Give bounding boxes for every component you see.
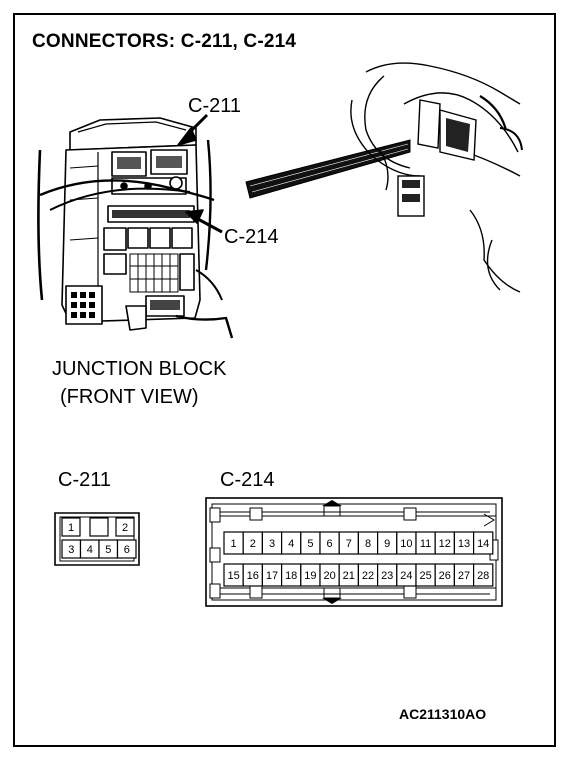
c214-pin-number: 24 (400, 570, 412, 582)
connector-c214-label: C-214 (220, 469, 275, 491)
connector-c211-label: C-211 (58, 469, 111, 491)
c214-pin-number: 25 (419, 570, 431, 582)
c214-pin-number: 18 (285, 570, 297, 582)
junction-block-caption: JUNCTION BLOCK (52, 358, 227, 380)
c214-pin-number: 9 (384, 538, 390, 550)
c211-pin-number: 3 (68, 544, 74, 556)
c214-pin-number: 6 (327, 538, 333, 550)
c214-pin-number: 15 (227, 570, 239, 582)
c214-pin-number: 4 (288, 538, 294, 550)
c214-pin-number: 19 (304, 570, 316, 582)
c214-pin-number: 16 (247, 570, 259, 582)
c214-pin-number: 2 (250, 538, 256, 550)
c214-pin-number: 14 (477, 538, 489, 550)
c214-pin-cell (473, 563, 494, 587)
c214-pin-number: 1 (231, 538, 237, 550)
c214-pin-number: 26 (439, 570, 451, 582)
c214-pin-number: 11 (420, 538, 431, 550)
c214-pin-number: 27 (458, 570, 470, 582)
c211-pin-cell (89, 517, 109, 537)
front-view-caption: (FRONT VIEW) (60, 386, 199, 408)
c211-pin-number: 2 (122, 522, 128, 534)
callout-c214: C-214 (224, 226, 279, 248)
c214-pin-number: 7 (346, 538, 352, 550)
c214-pin-number: 22 (362, 570, 374, 582)
location-pointer (245, 139, 411, 199)
c214-pin-number: 28 (477, 570, 489, 582)
c211-pin-number: 5 (105, 544, 111, 556)
c214-pin-number: 8 (365, 538, 371, 550)
c211-pin-cell (115, 517, 135, 537)
c214-pin-number: 3 (269, 538, 275, 550)
junction-block-illustration (37, 113, 234, 339)
c214-pin-number: 20 (323, 570, 335, 582)
c211-pin-number: 6 (124, 544, 130, 556)
callout-c211: C-211 (188, 95, 241, 117)
c214-pin-number: 13 (458, 538, 470, 550)
c214-pin-number: 5 (307, 538, 313, 550)
c214-pin-number: 21 (343, 570, 355, 582)
dashboard-illustration (350, 62, 523, 293)
c214-pin-cell (473, 531, 494, 555)
c211-pin-number: 1 (68, 522, 74, 534)
diagram-frame (13, 13, 556, 747)
c214-pin-number: 12 (439, 538, 451, 550)
c211-pin-number: 4 (87, 544, 93, 556)
c214-pin-number: 23 (381, 570, 393, 582)
c214-pin-number: 17 (266, 570, 278, 582)
diagram-title: CONNECTORS: C-211, C-214 (32, 31, 297, 52)
c211-pin-cell (116, 539, 137, 559)
c214-pin-number: 10 (400, 538, 412, 550)
figure-code: AC211310AO (399, 706, 487, 722)
c211-pin-cell (61, 517, 81, 537)
